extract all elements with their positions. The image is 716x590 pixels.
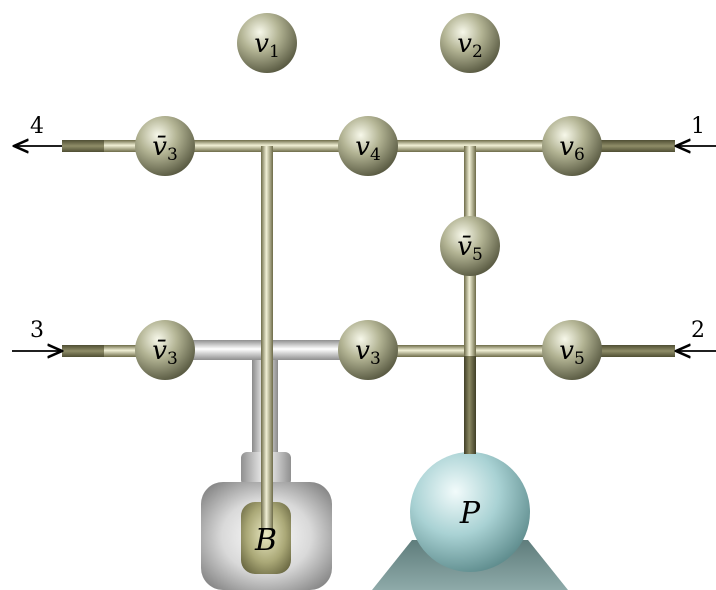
valve-v2: v2	[440, 13, 500, 73]
port-1-label: 1	[691, 114, 705, 139]
valve-v3bar-bottom: v̄3	[135, 320, 195, 380]
valve-v4: v4	[338, 116, 398, 176]
valve-v6: v6	[542, 116, 602, 176]
valve-v3bar-top: v̄3	[135, 116, 195, 176]
port-2: 2	[676, 318, 716, 351]
bottle-label: B	[254, 523, 277, 558]
port-1: 1	[676, 114, 716, 146]
svg-text:v̄3: v̄3	[152, 336, 178, 369]
valve-v1: v1	[237, 13, 297, 73]
valve-v3: v3	[338, 320, 398, 380]
svg-text:v3: v3	[355, 336, 381, 369]
port-4: 4	[14, 114, 62, 146]
svg-text:v2: v2	[457, 29, 483, 62]
port-3: 3	[12, 318, 62, 351]
valve-v5: v5	[542, 320, 602, 380]
svg-text:v5: v5	[559, 336, 585, 369]
pump-label: P	[459, 496, 481, 531]
svg-text:v6: v6	[559, 132, 585, 165]
pump-p	[372, 452, 568, 590]
port-2-label: 2	[691, 318, 705, 343]
svg-text:v4: v4	[355, 132, 381, 165]
svg-text:v1: v1	[254, 29, 280, 62]
svg-text:v̄3: v̄3	[152, 132, 178, 165]
bottle-b	[201, 452, 332, 590]
valve-v5bar: v̄5	[440, 216, 500, 276]
port-3-label: 3	[30, 318, 44, 343]
port-4-label: 4	[30, 114, 44, 139]
svg-text:v̄5: v̄5	[457, 232, 483, 265]
